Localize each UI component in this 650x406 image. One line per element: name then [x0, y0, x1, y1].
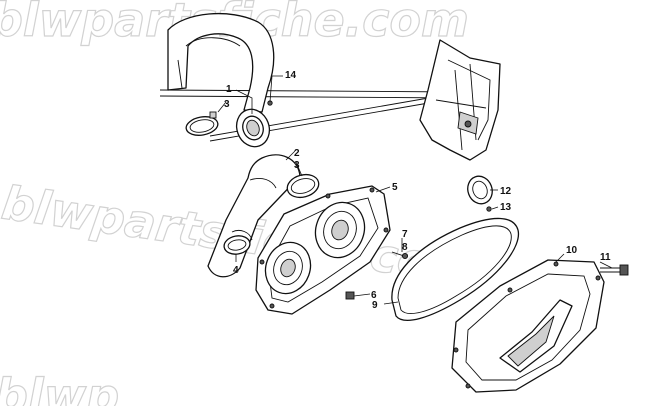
duct-clamp	[223, 235, 251, 255]
callout-6: 6	[371, 290, 377, 301]
callout-13: 13	[500, 202, 512, 213]
callout-10: 10	[566, 245, 578, 256]
frame-screw	[486, 206, 492, 212]
callout-5: 5	[392, 182, 398, 193]
callout-9: 9	[372, 300, 378, 311]
callout-14: 14	[285, 70, 297, 81]
callout-3-lower: 3	[294, 160, 300, 171]
drive-belt	[391, 217, 520, 321]
callout-3-upper: 3	[224, 99, 230, 110]
callout-2: 2	[294, 148, 300, 159]
upper-clamp	[185, 111, 219, 136]
lower-clamp	[286, 173, 320, 199]
chassis-bracket	[419, 39, 501, 161]
leader-lines	[217, 75, 613, 305]
upper-intake-duct	[167, 13, 275, 113]
callout-7: 7	[402, 229, 408, 240]
outer-clutch-cover	[451, 259, 605, 393]
cover-screw	[391, 251, 409, 260]
callout-12: 12	[500, 186, 512, 197]
callout-11: 11	[600, 252, 611, 263]
frame-boot	[467, 175, 493, 205]
inner-clutch-cover	[255, 185, 391, 315]
cover-nut	[345, 291, 355, 300]
cover-bolt	[600, 264, 629, 276]
callout-8: 8	[402, 242, 408, 253]
callout-1: 1	[226, 84, 232, 95]
watermark-line-3: blwp	[0, 369, 119, 406]
callout-4: 4	[233, 265, 239, 276]
upper-boot	[235, 100, 273, 148]
